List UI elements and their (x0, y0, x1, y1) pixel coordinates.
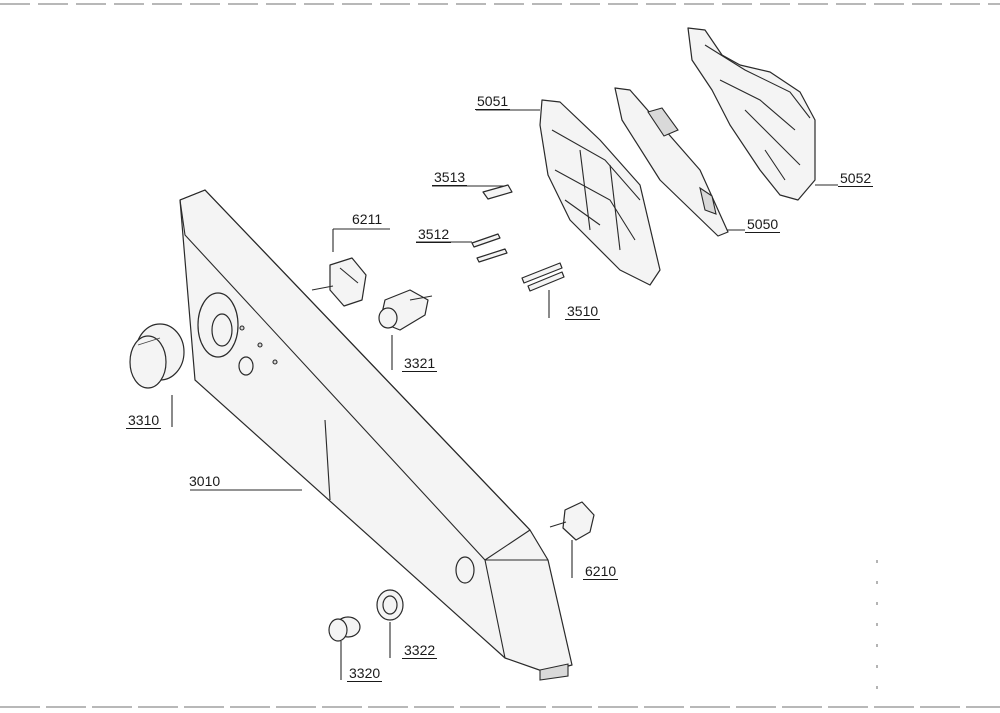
part-label-5050: 5050 (745, 216, 781, 233)
frame-5051 (539, 99, 661, 286)
board-5050 (614, 87, 729, 237)
part-label-3010: 3010 (189, 473, 221, 489)
knob-3310 (129, 323, 185, 389)
switch-6211 (311, 257, 367, 307)
switch-6210 (549, 501, 595, 541)
housing-5052 (687, 27, 816, 201)
part-label-5051: 5051 (475, 93, 511, 110)
part-label-3512: 3512 (416, 226, 452, 243)
part-label-6210: 6210 (583, 563, 619, 580)
ring-3322 (376, 589, 404, 621)
part-label-3320: 3320 (347, 665, 383, 682)
part-label-3322: 3322 (402, 642, 438, 659)
part-label-5052: 5052 (838, 170, 874, 187)
clip-3513 (482, 184, 513, 200)
pins-3512 (471, 233, 508, 263)
page-frame (0, 3, 1000, 708)
control-panel-3010 (179, 189, 573, 681)
part-label-3310: 3310 (126, 412, 162, 429)
leader-lines (171, 109, 838, 680)
part-label-3510: 3510 (565, 303, 601, 320)
part-label-3513: 3513 (432, 169, 468, 186)
pins-3510 (521, 262, 565, 292)
part-label-6211: 6211 (352, 211, 383, 227)
cap-3320 (328, 616, 361, 642)
part-label-3321: 3321 (402, 355, 438, 372)
lamp-holder-3321 (378, 289, 433, 331)
